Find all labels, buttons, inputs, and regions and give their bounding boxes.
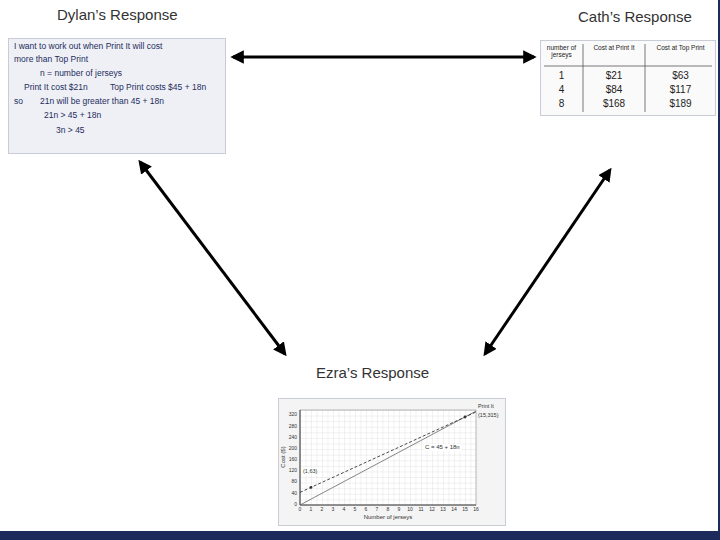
handwritten-working: I want to work out when Print It will co…: [14, 42, 162, 52]
tick-label: 280: [278, 424, 297, 430]
dylan-photo-ground: [8, 38, 226, 154]
table-rule: [583, 44, 584, 112]
table-header: Cost at Top Print: [645, 44, 716, 51]
line-label: C = 45 + 18n: [424, 444, 461, 451]
point-label: (1,63): [302, 468, 318, 474]
tick-label: 0: [294, 507, 306, 513]
print-it-line: [300, 411, 476, 505]
tick-label: 10: [404, 507, 416, 513]
handwritten-working: 21n will be greater than 45 + 18n: [40, 97, 164, 107]
table-cell: 8: [540, 98, 583, 110]
response-heading: Cath’s Response: [578, 8, 692, 25]
graph-grid: [300, 410, 476, 505]
graph-paper: [300, 410, 476, 505]
tick-label: 0: [278, 502, 297, 508]
table-rule: [544, 66, 712, 67]
response-heading: Ezra’s Response: [316, 364, 429, 381]
point-label: (15,315): [478, 412, 499, 418]
axis-title: Number of jerseys: [350, 514, 426, 521]
tick-label: 4: [338, 507, 350, 513]
tick-label: 11: [415, 507, 427, 513]
handwritten-working: Print It cost $21n: [24, 83, 88, 93]
plot-point: [310, 486, 313, 489]
tick-label: 200: [278, 446, 297, 452]
tick-label: 16: [470, 507, 482, 513]
tick-label: 6: [360, 507, 372, 513]
handwritten-working: 21n > 45 + 18n: [44, 111, 101, 121]
table-cell: $84: [583, 84, 645, 96]
top-print-line: [300, 412, 476, 492]
table-cell: $189: [645, 98, 716, 110]
table-cell: $117: [645, 84, 716, 96]
ezra-photo-ground: [278, 398, 506, 526]
handwritten-working: so: [14, 97, 23, 107]
handwritten-working: 3n > 45: [56, 126, 85, 136]
response-panel: Ezra’s Response: [278, 364, 506, 526]
handwritten-working: Top Print costs $45 + 18n: [110, 83, 206, 93]
y-axis: [300, 410, 301, 505]
tick-label: 120: [278, 468, 297, 474]
table-cell: $21: [583, 70, 645, 82]
double-arrow: [233, 56, 534, 59]
tick-label: 12: [426, 507, 438, 513]
tick-label: 1: [305, 507, 317, 513]
tick-label: 3: [327, 507, 339, 513]
cath-photo-ground: [540, 40, 716, 116]
table-cell: $63: [645, 70, 716, 82]
tick-label: 2: [316, 507, 328, 513]
tick-label: 40: [278, 491, 297, 497]
tick-label: 5: [349, 507, 361, 513]
x-axis: [300, 505, 476, 506]
line-label: Print It: [478, 403, 494, 409]
tick-label: 13: [437, 507, 449, 513]
plot-point: [464, 416, 467, 419]
double-arrow: [485, 170, 610, 354]
table-cell: 4: [540, 84, 583, 96]
tick-label: 240: [278, 435, 297, 441]
table-header: number of jerseys: [540, 44, 583, 59]
tick-label: 7: [371, 507, 383, 513]
handwritten-working: more than Top Print: [14, 55, 88, 65]
tick-label: 15: [459, 507, 471, 513]
tick-label: 9: [393, 507, 405, 513]
double-arrow: [140, 162, 285, 354]
axis-title: Cost ($): [280, 446, 287, 467]
table-cell: 1: [540, 70, 583, 82]
table-header: Cost at Print It: [583, 44, 645, 51]
footer-bar: [0, 531, 720, 540]
tick-label: 80: [278, 479, 297, 485]
table-rule: [645, 44, 646, 112]
table-cell: $168: [583, 98, 645, 110]
response-panel: Dylan’s Response: [8, 6, 226, 154]
response-heading: Dylan’s Response: [57, 6, 178, 23]
tick-label: 14: [448, 507, 460, 513]
handwritten-working: n = number of jerseys: [40, 69, 122, 79]
edge-strip: [718, 0, 720, 540]
tick-label: 8: [382, 507, 394, 513]
tick-label: 160: [278, 457, 297, 463]
tick-label: 320: [278, 412, 297, 418]
